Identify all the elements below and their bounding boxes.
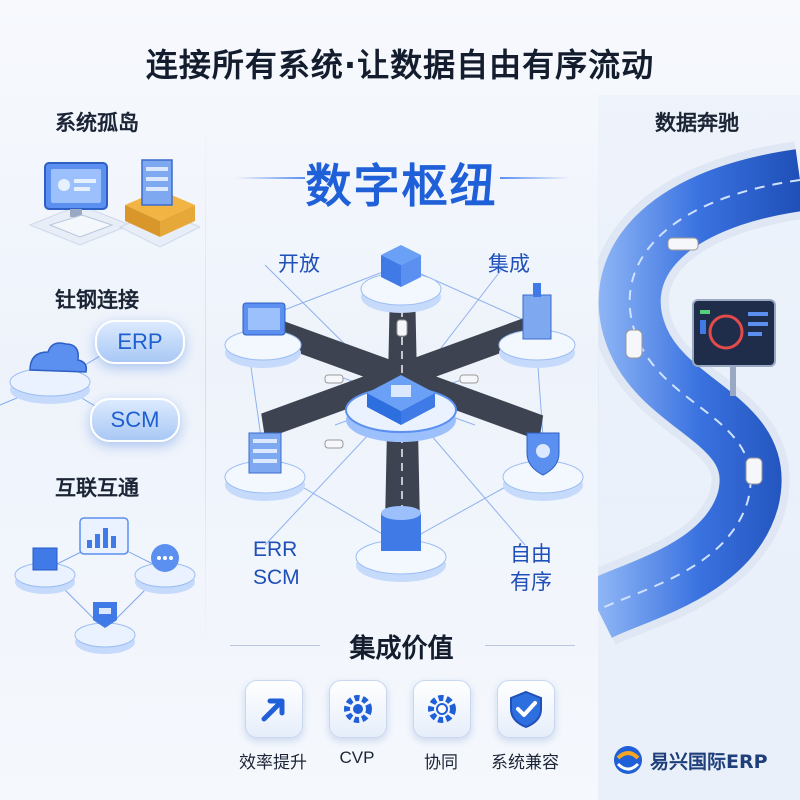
chip-node-icon [74,602,136,654]
value-label-collaboration: 协同 [424,753,458,773]
section-label-data-flow: 数据奔驰 [655,111,739,135]
hub-title-line-left [235,177,305,179]
erp-pill: ERP [95,320,185,364]
label-err: ERR [253,538,298,561]
vehicle-icon [459,374,479,384]
hub-title-line-right [500,177,570,179]
vehicle-icon [324,439,344,449]
chat-node-icon [134,544,196,594]
computer-icon [28,162,132,246]
section-label-connection: 钍钢连接 [55,288,139,312]
hub-network-illustration [224,245,584,582]
vehicle-icon [396,319,408,337]
label-free: 自由 [510,542,552,566]
value-title: 集成价值 [349,634,454,664]
isolated-systems-illustration [28,159,200,248]
tower-node-right [498,283,576,368]
cylinder-node-bottom [355,506,447,582]
central-hub-icon [345,375,457,442]
vehicle-icon [667,237,699,251]
chart-card-icon [79,517,129,555]
divider-left [205,110,206,670]
section-label-isolated-systems: 系统孤岛 [55,111,139,135]
brand-logo: 易兴国际ERP [612,740,797,780]
logo-text: 易兴国际ERP [650,750,768,773]
value-title-line-left [230,645,320,646]
shield-check-icon [497,680,555,738]
logo-swirl-icon [614,746,642,774]
gear-icon [329,680,387,738]
section-label-interconnect: 互联互通 [55,476,139,500]
server-node-bottom-left [224,432,306,501]
scm-pill: SCM [90,398,180,442]
page-title: 连接所有系统·让数据自由有序流动 [145,46,655,84]
label-integrate: 集成 [488,252,530,276]
box-node-icon [14,547,76,594]
server-stack-icon [118,159,200,248]
monitor-node-left [224,302,302,368]
interconnect-illustration [14,517,196,654]
cloud-icon [29,342,88,373]
label-scm: SCM [253,566,300,589]
vehicle-icon [625,329,643,359]
vehicle-icon [324,374,344,384]
value-label-compatibility: 系统兼容 [491,753,559,773]
dashboard-screen-icon [692,299,776,396]
label-ordered: 有序 [510,570,552,594]
hub-title: 数字枢纽 [305,159,498,213]
value-label-cvp: CVP [339,748,375,767]
cloud-connection-illustration [0,342,111,416]
building-node-top [360,245,442,313]
arrow-up-right-icon [245,680,303,738]
gear-icon [413,680,471,738]
shield-node-bottom-right [502,432,584,501]
value-label-efficiency: 效率提升 [239,753,307,773]
vehicle-icon [745,457,763,485]
label-open: 开放 [278,252,320,276]
value-title-line-right [485,645,575,646]
data-highway-illustration [598,141,800,646]
